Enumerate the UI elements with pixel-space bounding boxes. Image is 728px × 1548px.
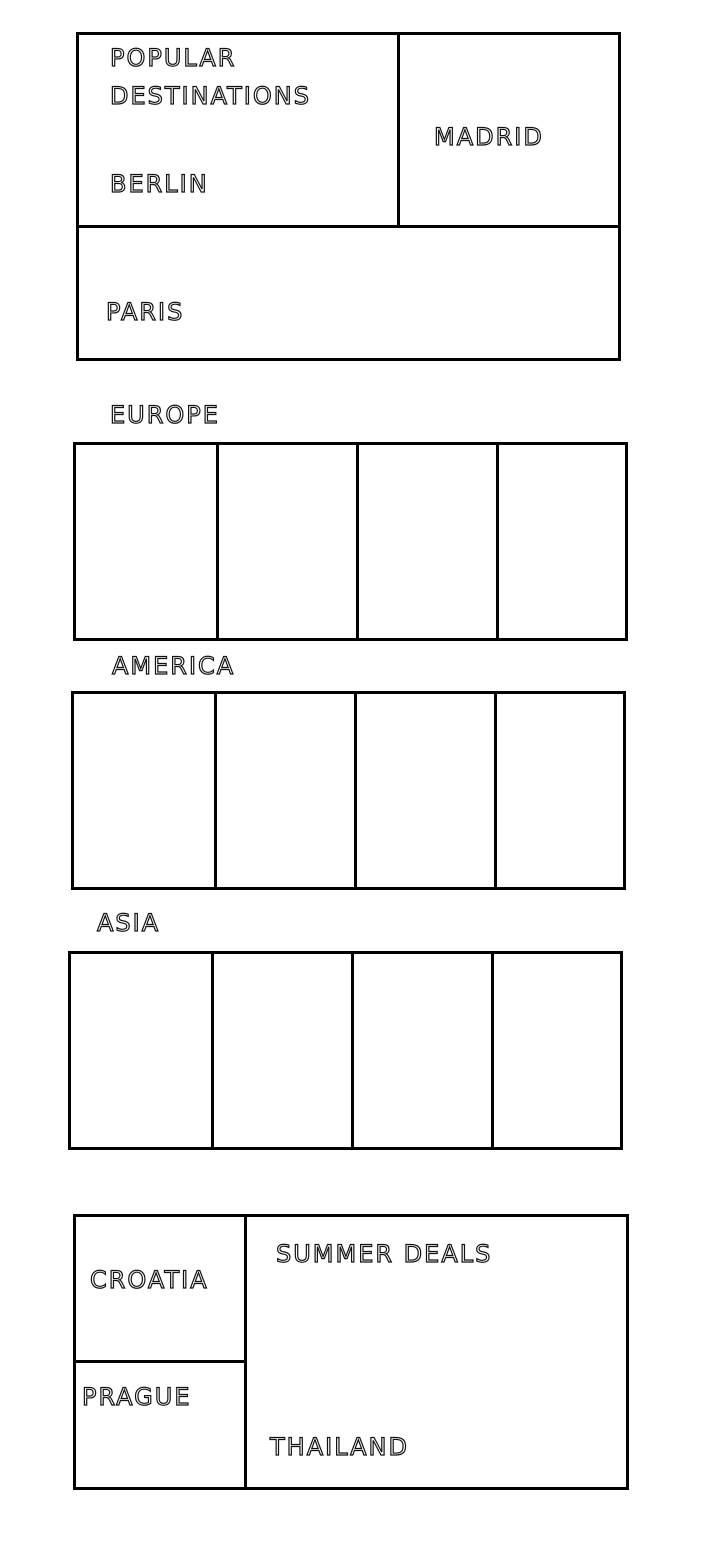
america-tile-4[interactable] — [497, 694, 623, 887]
section-grid-asia — [68, 951, 623, 1150]
popular-divider-vertical — [397, 32, 400, 227]
destination-label-berlin: BERLIN — [109, 169, 209, 198]
deal-label-prague: PRAGUE — [81, 1382, 192, 1411]
europe-tile-3[interactable] — [359, 445, 496, 638]
section-title-america: AMERICA — [111, 651, 236, 680]
america-tile-2[interactable] — [217, 694, 354, 887]
europe-tile-1[interactable] — [76, 445, 216, 638]
popular-destinations-title-line1: POPULAR — [109, 43, 237, 72]
popular-divider-horizontal — [76, 225, 621, 228]
destination-tile-paris[interactable] — [79, 228, 618, 358]
grid-divider — [491, 951, 494, 1150]
asia-tile-2[interactable] — [214, 954, 351, 1147]
grid-divider — [496, 442, 499, 641]
destination-label-madrid: MADRID — [433, 122, 544, 151]
asia-tile-3[interactable] — [354, 954, 491, 1147]
asia-tile-1[interactable] — [71, 954, 211, 1147]
popular-destinations-title-line2: DESTINATIONS — [109, 81, 311, 110]
europe-tile-4[interactable] — [499, 445, 625, 638]
section-grid-america — [71, 691, 626, 890]
section-title-asia: ASIA — [96, 908, 161, 937]
deal-label-croatia: CROATIA — [89, 1265, 209, 1294]
popular-destinations-block — [76, 32, 621, 361]
grid-divider — [216, 442, 219, 641]
summer-divider-horizontal — [73, 1360, 246, 1363]
section-grid-europe — [73, 442, 628, 641]
grid-divider — [351, 951, 354, 1150]
america-tile-3[interactable] — [357, 694, 494, 887]
summer-deals-title: SUMMER DEALS — [275, 1239, 493, 1268]
deal-label-thailand: THAILAND — [269, 1432, 409, 1461]
grid-divider — [214, 691, 217, 890]
europe-tile-2[interactable] — [219, 445, 356, 638]
america-tile-1[interactable] — [74, 694, 214, 887]
section-title-europe: EUROPE — [109, 400, 220, 429]
grid-divider — [211, 951, 214, 1150]
asia-tile-4[interactable] — [494, 954, 620, 1147]
grid-divider — [494, 691, 497, 890]
grid-divider — [354, 691, 357, 890]
destination-label-paris: PARIS — [105, 297, 185, 326]
summer-divider-vertical — [244, 1214, 247, 1490]
grid-divider — [356, 442, 359, 641]
summer-deals-block — [73, 1214, 629, 1490]
